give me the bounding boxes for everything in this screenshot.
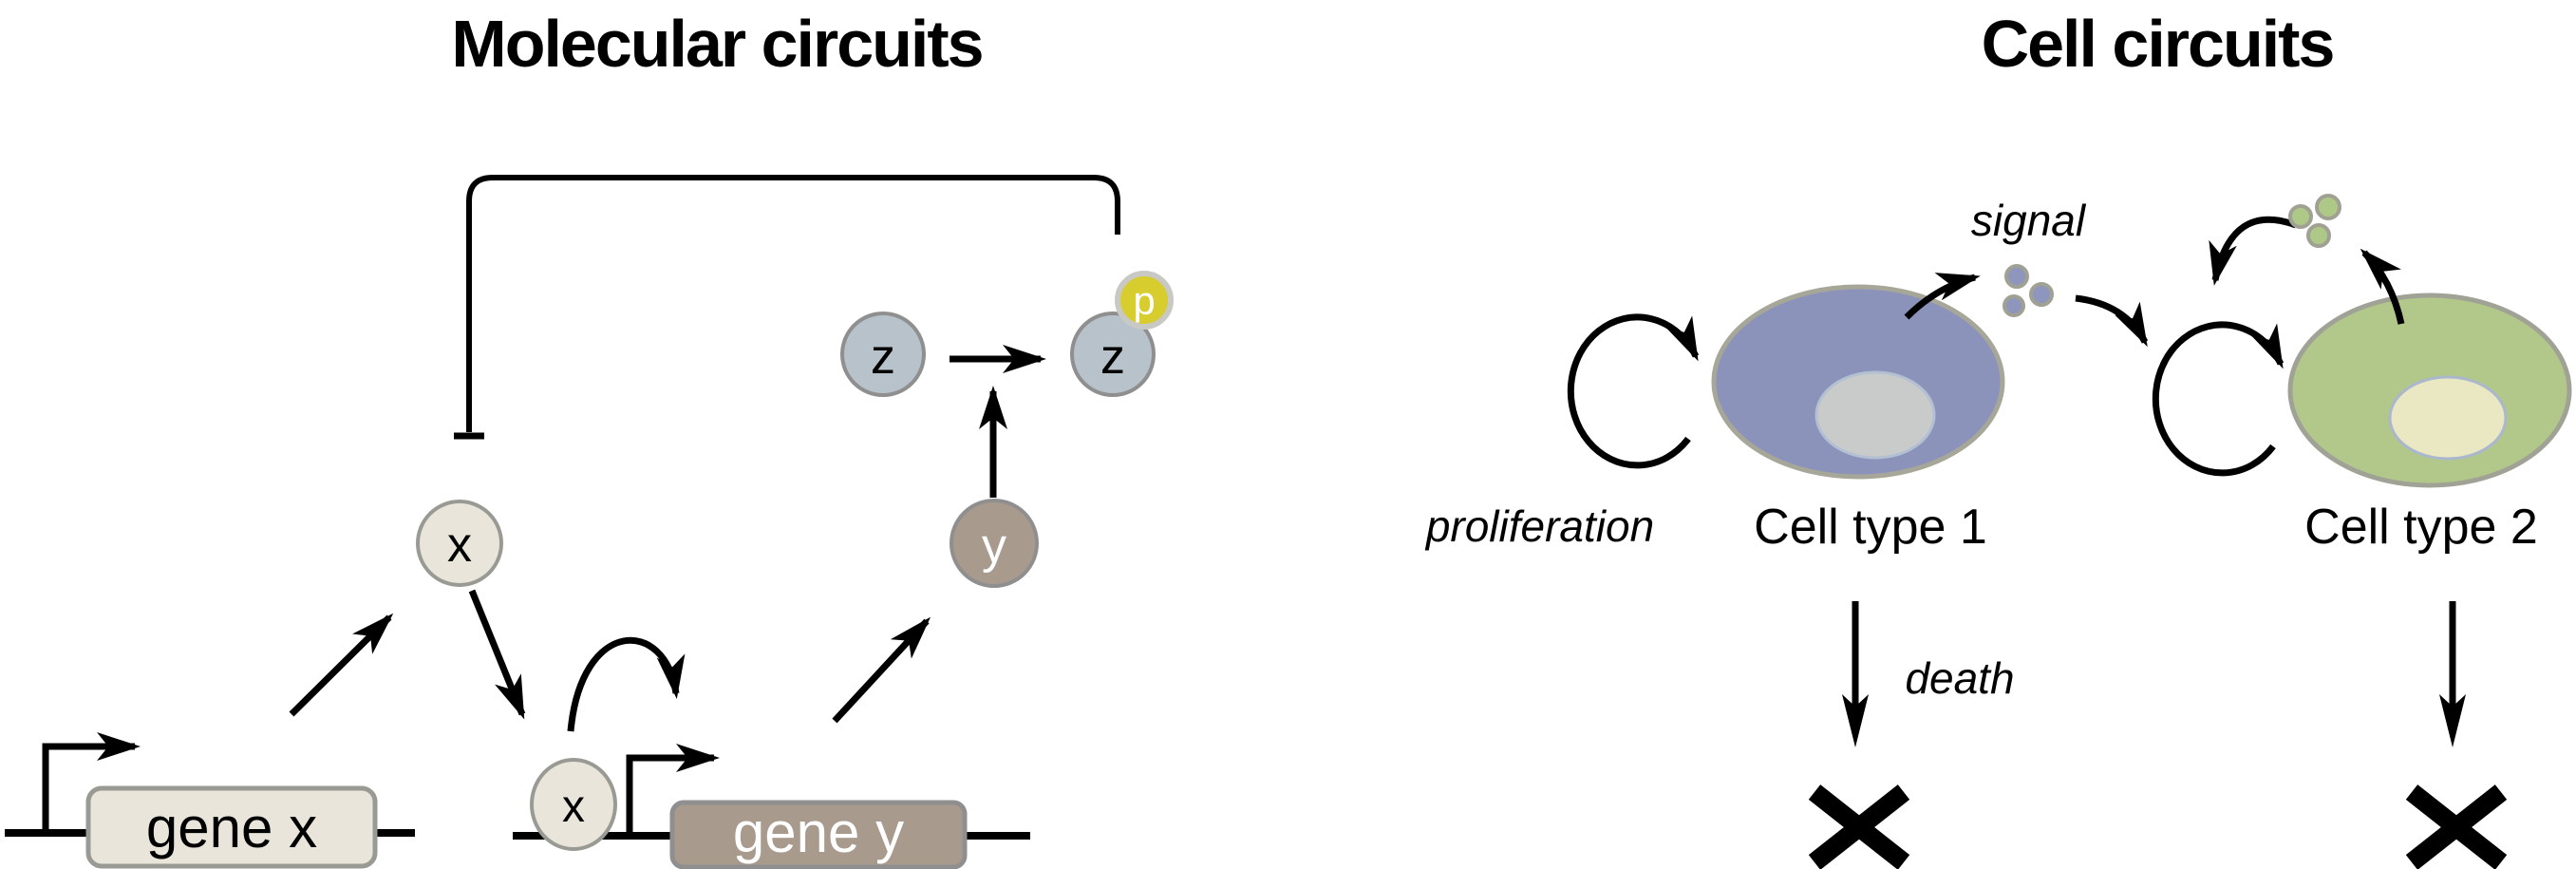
protein-y-label: y (982, 519, 1006, 574)
cell2-secretion-arrow (2360, 248, 2405, 325)
death-label: death (1905, 653, 2014, 703)
cell1-proliferation-loop (1567, 313, 1700, 469)
cell2-label: Cell type 2 (2304, 500, 2538, 555)
cell1-nucleus (1814, 370, 1936, 460)
gene-y-label: gene y (733, 801, 904, 864)
gene-y-box (669, 800, 968, 869)
protein-x-circle (416, 500, 503, 587)
cell2-death-x-mark (2405, 784, 2508, 869)
protein-zp-label: z (1100, 330, 1125, 385)
gene-x-promoter-arrow (42, 732, 141, 831)
gene-x-box (85, 785, 378, 869)
bound-x-circle (530, 758, 617, 851)
molecular-circuits-panel: Molecular circuits gene x x x gene y y (5, 7, 1174, 869)
cell-circuits-panel: Cell circuits proliferation Cell type 1 … (1424, 7, 2572, 869)
proliferation-label: proliferation (1424, 501, 1654, 551)
molecular-circuits-title: Molecular circuits (451, 7, 982, 81)
signal-dot-green-2 (2315, 194, 2341, 220)
protein-z-circle (840, 312, 926, 397)
phospho-label: p (1133, 278, 1155, 323)
arrow-x-binding-arc (567, 636, 686, 732)
arrow-x-to-boundx (468, 589, 526, 720)
arrow-genex-to-x (289, 613, 394, 717)
cell-circuits-title: Cell circuits (1982, 7, 2334, 81)
bound-x-label: x (562, 782, 585, 832)
arrow-signal-to-cell2 (2075, 294, 2149, 348)
signal-dot-blue-3 (2003, 294, 2025, 317)
cell1-label: Cell type 1 (1754, 500, 1987, 555)
cell2-nucleus (2388, 375, 2508, 461)
protein-y-circle (950, 499, 1039, 588)
signal-label: signal (1971, 196, 2087, 245)
gene-y-promoter-arrow (626, 744, 720, 834)
protein-zp-circle (1070, 312, 1156, 397)
phospho-circle (1115, 271, 1174, 330)
protein-x-label: x (447, 518, 472, 573)
cell2-loop (2152, 321, 2285, 477)
signal-dot-blue-1 (2004, 264, 2029, 289)
cell1-secretion-arrow (1904, 273, 1981, 320)
signal-dot-green-3 (2306, 223, 2331, 248)
protein-z-label: z (871, 330, 895, 385)
signal-dot-green-1 (2288, 204, 2313, 229)
cell1-death-x-mark (1808, 784, 1910, 869)
gene-x-label: gene x (146, 796, 317, 860)
arrow-geney-to-y (832, 616, 931, 724)
feedback-inhibition-line (466, 175, 1120, 432)
signal-dot-blue-2 (2029, 282, 2054, 307)
arrow-green-signal-feedback (2209, 216, 2298, 286)
